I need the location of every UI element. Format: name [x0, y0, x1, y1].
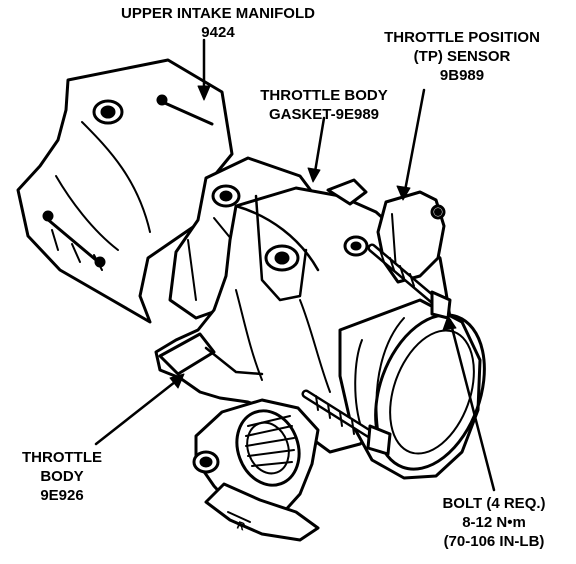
upper-intake-manifold-drawing: [16, 58, 234, 324]
label-bolt: BOLT (4 REQ.) 8-12 N•m (70-106 IN-LB): [442, 494, 545, 551]
label-throttle-body-gasket: THROTTLE BODY GASKET-9E989: [260, 86, 388, 124]
label-throttle-body: THROTTLE BODY 9E926: [22, 448, 102, 505]
label-gasket-line1: THROTTLE BODY: [260, 87, 388, 104]
bolt-upper-drawing: [367, 243, 452, 320]
leader-gasket: [307, 116, 326, 183]
label-bolt-line1: BOLT (4 REQ.): [442, 495, 546, 512]
label-upper-intake-line2: 9424: [201, 24, 235, 41]
label-throttle-body-line3: 9E926: [40, 487, 84, 504]
label-gasket-line2: GASKET-9E989: [268, 106, 380, 123]
tp-sensor-drawing: [343, 190, 446, 284]
label-throttle-body-line2: BODY: [40, 468, 84, 485]
label-upper-intake-line1: UPPER INTAKE MANIFOLD: [121, 5, 315, 22]
label-bolt-line2: 8-12 N•m: [462, 514, 526, 531]
label-bolt-line3: (70-106 IN-LB): [443, 533, 545, 550]
leader-tp-sensor: [396, 88, 426, 201]
label-tp-sensor-line3: 9B989: [439, 67, 485, 84]
label-tp-sensor-line2: (TP) SENSOR: [413, 48, 511, 65]
throttle-linkage-drawing: R: [192, 398, 320, 542]
label-tp-sensor: THROTTLE POSITION (TP) SENSOR 9B989: [384, 28, 540, 85]
throttle-bore-drawing: [338, 298, 486, 480]
label-tp-sensor-line1: THROTTLE POSITION: [384, 29, 540, 46]
svg-text:R: R: [235, 520, 247, 534]
label-throttle-body-line1: THROTTLE: [22, 449, 102, 466]
leader-upper-intake: [197, 38, 211, 101]
leader-bolt: [442, 315, 496, 492]
leader-throttle-body: [94, 373, 185, 446]
bolt-lower-drawing: [301, 389, 392, 456]
label-upper-intake-manifold: UPPER INTAKE MANIFOLD 9424: [121, 4, 315, 42]
